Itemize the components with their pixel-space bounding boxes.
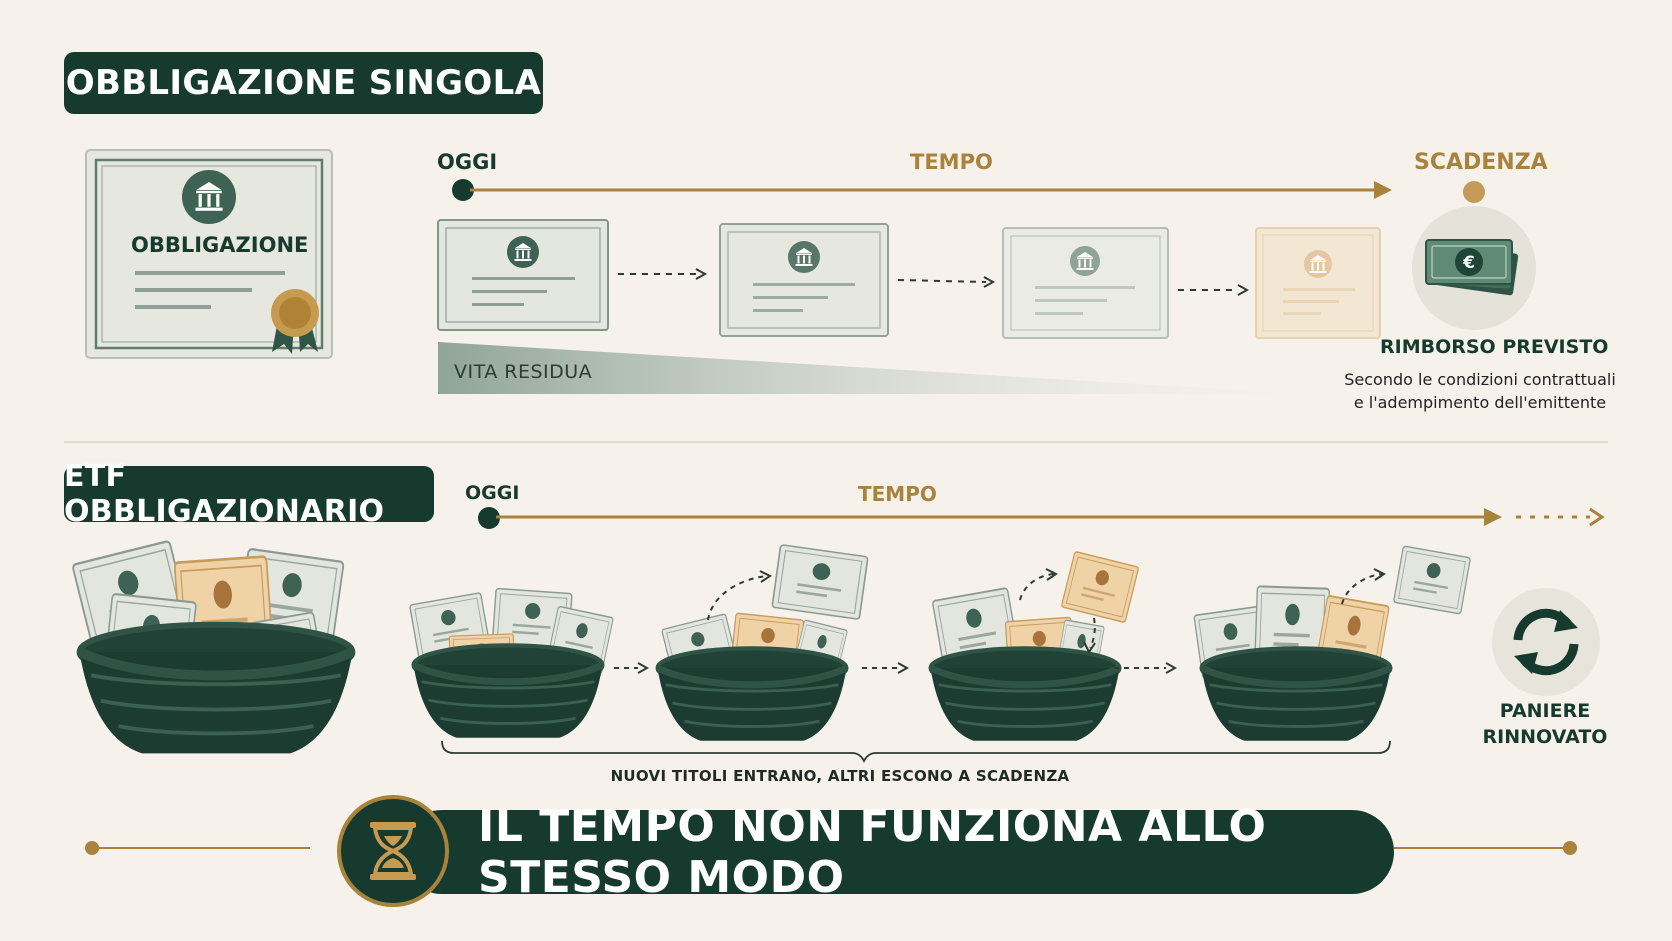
basket-stage-2	[658, 543, 869, 741]
rimborso-note-line-1: Secondo le condizioni contrattuali	[1344, 370, 1616, 389]
section-header-single-bond: OBBLIGAZIONE SINGOLA	[64, 52, 543, 114]
section-header-single-bond-label: OBBLIGAZIONE SINGOLA	[65, 63, 542, 103]
rimborso-note-line-2: e l'adempimento dell'emittente	[1353, 393, 1607, 412]
certificate-title: OBBLIGAZIONE	[131, 233, 309, 257]
basket-stage-4	[1193, 545, 1472, 741]
single-timeline-maturity-label: SCADENZA	[1414, 150, 1548, 175]
single-timeline-time-label: TEMPO	[910, 150, 993, 174]
brace-caption: NUOVI TITOLI ENTRANO, ALTRI ESCONO A SCA…	[610, 767, 1070, 785]
etf-timeline-time-label: TEMPO	[858, 482, 937, 506]
dashed-arrows-single	[618, 268, 1250, 296]
basket-stage-3	[931, 550, 1140, 740]
bank-icon	[182, 170, 236, 224]
etf-timeline	[478, 507, 1605, 529]
conclusion-banner: IL TEMPO NON FUNZIONA ALLO STESSO MODO	[400, 801, 1394, 903]
section-header-bond-etf: ETF OBBLIGAZIONARIO	[64, 459, 434, 529]
certificate-today	[437, 219, 609, 331]
seal-ribbon-icon	[271, 289, 319, 354]
paniere-line-2: RINNOVATO	[1482, 726, 1608, 748]
banner-decor-lines	[85, 841, 1577, 855]
etf-timeline-today-label: OGGI	[465, 482, 520, 504]
section-header-bond-etf-label: ETF OBBLIGAZIONARIO	[64, 459, 385, 529]
big-bond-certificate	[85, 149, 333, 359]
single-timeline	[452, 179, 1485, 203]
dashed-arrows-etf	[614, 662, 1178, 674]
vita-residua-label: VITA RESIDUA	[454, 361, 593, 383]
refresh-icon	[1492, 588, 1600, 696]
basket-icon	[71, 539, 352, 754]
certificate-stage-2	[719, 223, 889, 337]
euro-banknotes-icon: €	[1412, 206, 1536, 330]
hourglass-icon	[337, 795, 449, 907]
svg-text:€: €	[1462, 253, 1475, 273]
single-timeline-today-label: OGGI	[437, 150, 498, 174]
curly-brace	[441, 740, 1391, 764]
conclusion-banner-text: IL TEMPO NON FUNZIONA ALLO STESSO MODO	[478, 801, 1267, 903]
certificate-stage-3	[1002, 227, 1169, 339]
vita-residua-wedge	[438, 342, 1305, 394]
certificate-maturity	[1255, 227, 1381, 339]
paniere-line-1: PANIERE	[1499, 700, 1591, 722]
basket-stage-1	[408, 587, 615, 737]
rimborso-note: Secondo le condizioni contrattuali e l'a…	[1330, 368, 1630, 414]
paniere-rinnovato-label: PANIERE RINNOVATO	[1470, 698, 1620, 750]
rimborso-title: RIMBORSO PREVISTO	[1380, 336, 1609, 358]
